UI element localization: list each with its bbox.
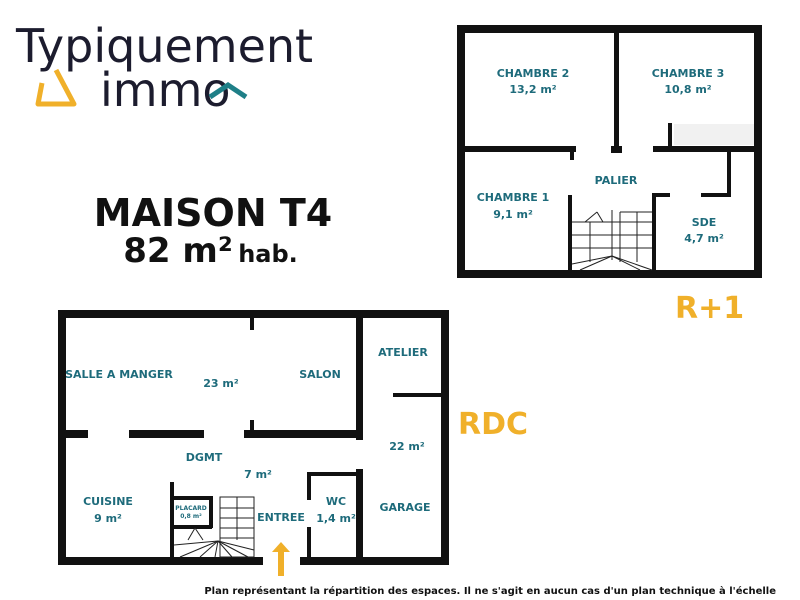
ground-floor-plan: SALLE A MANGER SALON 23 m² ATELIER GARAG… [58, 310, 449, 576]
logo-triangle-icon [35, 68, 77, 107]
room-name-chambre-2: CHAMBRE 2 [497, 67, 570, 80]
room-area-chambre-2: 13,2 m² [509, 83, 556, 96]
title-area: 82 m² [123, 231, 232, 271]
arrow-up-icon [272, 542, 290, 576]
room-area-chambre-3: 10,8 m² [664, 83, 711, 96]
room-name-salle-a-manger: SALLE A MANGER [65, 368, 173, 381]
room-name-wc: WC [326, 495, 346, 508]
room-name-palier: PALIER [595, 174, 638, 187]
disclaimer: Plan représentant la répartition des esp… [204, 585, 776, 597]
upper-floor-plan: CHAMBRE 2 13,2 m² CHAMBRE 3 10,8 m² PALI… [457, 25, 762, 278]
level-label-upper: R+1 [675, 291, 744, 326]
room-area-cuisine: 9 m² [94, 512, 122, 525]
room-name-placard: PLACARD [175, 505, 207, 512]
logo-line2: immo [100, 63, 231, 117]
room-name-chambre-3: CHAMBRE 3 [652, 67, 725, 80]
room-area-garage: 22 m² [389, 440, 425, 453]
upper-staircase [571, 210, 653, 271]
room-name-atelier: ATELIER [378, 346, 428, 359]
room-area-wc: 1,4 m² [316, 512, 356, 525]
logo-house-roof-icon [208, 81, 248, 100]
title-area-suffix: hab. [238, 240, 298, 268]
room-name-cuisine: CUISINE [83, 495, 133, 508]
ground-staircase [173, 496, 255, 558]
room-area-dgmt: 7 m² [244, 468, 272, 481]
room-name-sde: SDE [692, 216, 717, 229]
room-area-placard: 0,8 m² [180, 513, 202, 520]
logo-line1: Typiquement [15, 19, 313, 73]
logo: Typiquement immo [15, 19, 313, 117]
room-area-sde: 4,7 m² [684, 232, 724, 245]
room-area-salon: 23 m² [203, 377, 239, 390]
room-name-chambre-1: CHAMBRE 1 [477, 191, 550, 204]
title-line1: MAISON T4 [94, 191, 332, 235]
room-area-chambre-1: 9,1 m² [493, 208, 533, 221]
room-name-garage: GARAGE [379, 501, 430, 514]
room-name-entree: ENTREE [257, 511, 305, 524]
room-name-dgmt: DGMT [186, 451, 223, 464]
level-label-ground: RDC [458, 407, 528, 442]
room-name-salon: SALON [299, 368, 341, 381]
